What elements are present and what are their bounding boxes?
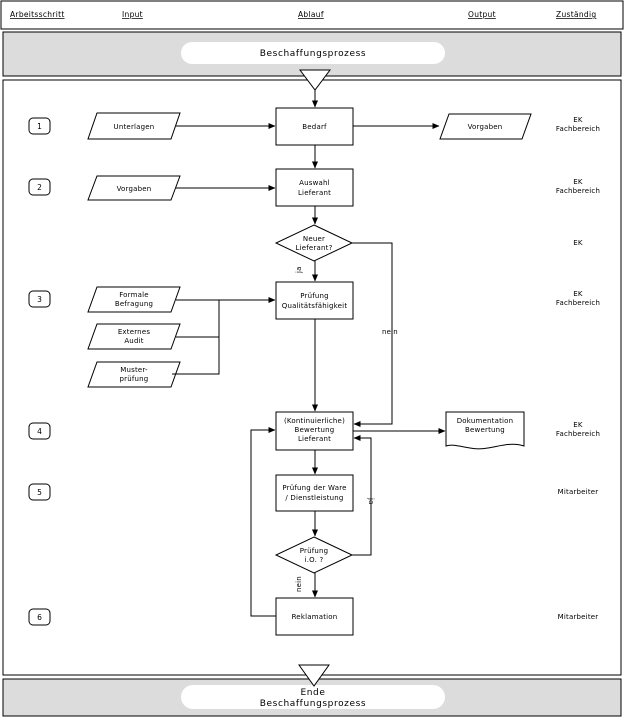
svg-text:Bedarf: Bedarf	[302, 123, 327, 131]
svg-text:3: 3	[37, 295, 42, 304]
svg-text:5: 5	[37, 488, 42, 497]
svg-text:Bewertung: Bewertung	[295, 426, 335, 434]
svg-text:Prüfung der Ware: Prüfung der Ware	[282, 484, 346, 492]
start-connector	[299, 69, 331, 91]
svg-text:Externes: Externes	[118, 328, 151, 336]
svg-text:/ Dienstleistung: / Dienstleistung	[285, 494, 343, 502]
header-step: Arbeitsschritt	[10, 10, 65, 19]
end-connector	[298, 664, 330, 687]
resp-6: Mitarbeiter	[558, 613, 599, 621]
decision-neuer-lieferant: Neuer Lieferant?	[274, 224, 354, 262]
connectors	[172, 90, 446, 617]
responsible-column: EK Fachbereich EK Fachbereich EK EK Fach…	[556, 116, 600, 621]
input-unterlagen: Unterlagen	[87, 112, 181, 140]
label-nein-io: nein	[295, 576, 303, 592]
process-bewertung-lieferant: (Kontinuierliche) Bewertung Lieferant	[275, 411, 354, 451]
end-title-line1: Ende	[300, 688, 325, 698]
resp-3a: EK	[573, 290, 583, 298]
header-process: Ablauf	[298, 10, 324, 19]
start-title: Beschaffungsprozess	[260, 49, 366, 59]
resp-2a: EK	[573, 178, 583, 186]
step-markers: 1 2 3 4 5 6	[28, 117, 51, 626]
svg-text:Audit: Audit	[124, 337, 143, 345]
step-4: 4	[28, 422, 51, 440]
decision-pruefung-io: Prüfung i.O. ?	[274, 536, 354, 574]
resp-4b: Fachbereich	[556, 430, 600, 438]
column-header: Arbeitsschritt Input Ablauf Output Zustä…	[0, 0, 624, 30]
svg-text:1: 1	[37, 122, 42, 131]
svg-text:Reklamation: Reklamation	[292, 613, 338, 621]
process-auswahl-lieferant: Auswahl Lieferant	[275, 168, 354, 207]
output-dokumentation: Dokumentation Bewertung	[445, 411, 525, 450]
header-responsible: Zuständig	[556, 10, 596, 19]
process-pruefung-qualitaetsfaehigkeit: Prüfung Qualitätsfähigkeit	[275, 281, 354, 320]
svg-text:2: 2	[37, 183, 42, 192]
input-vorgaben: Vorgaben	[87, 175, 181, 201]
svg-text:i.O. ?: i.O. ?	[305, 556, 324, 564]
resp-3b: Fachbereich	[556, 299, 600, 307]
process-bedarf: Bedarf	[275, 107, 354, 146]
svg-text:Muster-: Muster-	[120, 366, 148, 374]
svg-text:Lieferant: Lieferant	[298, 435, 331, 443]
label-ja-neuer: ja	[295, 266, 303, 274]
resp-4a: EK	[573, 421, 583, 429]
resp-5: Mitarbeiter	[558, 488, 599, 496]
step-5: 5	[28, 483, 51, 501]
resp-1a: EK	[573, 116, 583, 124]
svg-text:Lieferant?: Lieferant?	[296, 244, 333, 252]
svg-text:Vorgaben: Vorgaben	[117, 185, 152, 193]
svg-text:Prüfung: Prüfung	[300, 547, 329, 555]
svg-text:Lieferant: Lieferant	[298, 189, 331, 197]
svg-text:Auswahl: Auswahl	[299, 179, 330, 187]
svg-text:4: 4	[37, 427, 42, 436]
svg-text:Qualitätsfähigkeit: Qualitätsfähigkeit	[282, 302, 348, 310]
step-1: 1	[28, 117, 51, 135]
resp-2c: EK	[573, 239, 583, 247]
svg-text:6: 6	[37, 613, 42, 622]
svg-text:Befragung: Befragung	[115, 300, 153, 308]
step-6: 6	[28, 608, 51, 626]
header-output: Output	[468, 10, 496, 19]
header-input: Input	[122, 10, 143, 19]
svg-text:prüfung: prüfung	[120, 375, 149, 383]
svg-text:Dokumentation: Dokumentation	[457, 417, 514, 425]
svg-text:(Kontinuierliche): (Kontinuierliche)	[284, 417, 345, 425]
output-vorgaben: Vorgaben	[439, 113, 532, 140]
start-band: Beschaffungsprozess	[2, 31, 622, 77]
svg-text:Prüfung: Prüfung	[300, 292, 329, 300]
step-3: 3	[28, 290, 51, 308]
process-pruefung-ware: Prüfung der Ware / Dienstleistung	[275, 474, 354, 512]
resp-2b: Fachbereich	[556, 187, 600, 195]
step-2: 2	[28, 178, 51, 196]
process-reklamation: Reklamation	[275, 597, 354, 636]
svg-text:Formale: Formale	[119, 291, 149, 299]
resp-1b: Fachbereich	[556, 125, 600, 133]
svg-text:Vorgaben: Vorgaben	[468, 123, 503, 131]
end-title-line2: Beschaffungsprozess	[260, 699, 366, 709]
input-musterpruefung: Muster- prüfung	[87, 361, 181, 388]
input-formale-befragung: Formale Befragung	[87, 286, 181, 313]
svg-text:Unterlagen: Unterlagen	[114, 123, 155, 131]
svg-text:Bewertung: Bewertung	[465, 426, 505, 434]
input-externes-audit: Externes Audit	[87, 323, 181, 350]
end-band: Ende Beschaffungsprozess	[2, 678, 622, 717]
label-nein-neuer: nein	[382, 328, 398, 336]
label-ja-io: ja	[367, 497, 375, 505]
svg-text:Neuer: Neuer	[303, 235, 325, 243]
